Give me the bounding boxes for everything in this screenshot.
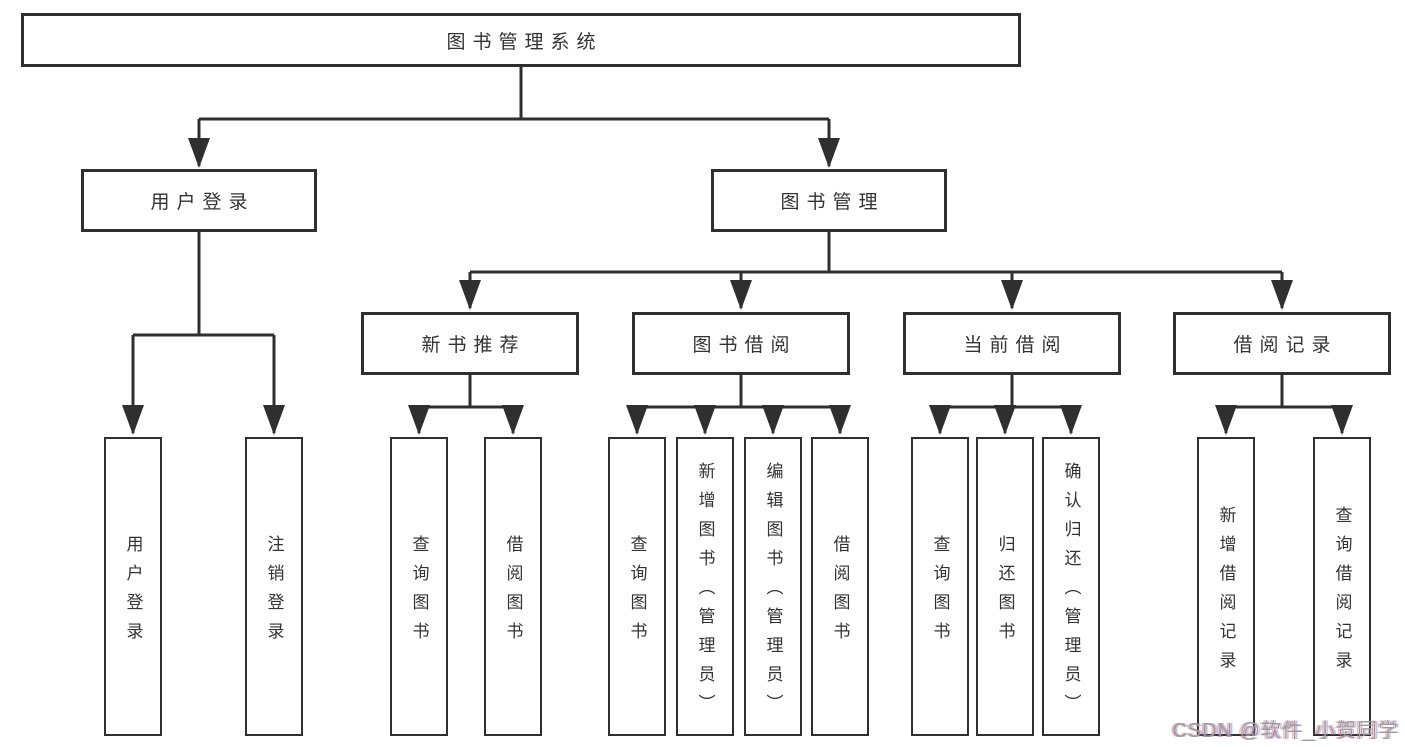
leaf-recommend-query-book: 查询图书 bbox=[390, 437, 448, 736]
leaf-logout-label: 注销登录 bbox=[264, 534, 284, 651]
leaf-records-query-record: 查询借阅记录 bbox=[1313, 437, 1371, 736]
leaf-logout: 注销登录 bbox=[245, 437, 303, 736]
leaf-recommend-borrow-book: 借阅图书 bbox=[484, 437, 542, 736]
leaf-user-login-label: 用户登录 bbox=[123, 534, 143, 651]
leaf-borrow-borrow-book-label: 借阅图书 bbox=[830, 534, 850, 651]
leaf-borrow-edit-book-admin: 编辑图书（管理员） bbox=[744, 437, 802, 736]
node-user-login-label: 用户登录 bbox=[150, 192, 255, 213]
leaf-current-query-book-label: 查询图书 bbox=[930, 534, 950, 651]
node-current-borrow-label: 当前借阅 bbox=[963, 335, 1068, 356]
node-borrow-records: 借阅记录 bbox=[1173, 312, 1391, 375]
node-book-borrow-label: 图书借阅 bbox=[692, 335, 797, 356]
node-root: 图书管理系统 bbox=[21, 13, 1021, 67]
leaf-recommend-borrow-book-label: 借阅图书 bbox=[503, 534, 523, 651]
leaf-borrow-add-book-admin: 新增图书（管理员） bbox=[676, 437, 734, 736]
node-new-book-recommend-label: 新书推荐 bbox=[421, 335, 526, 356]
leaf-records-add-record-label: 新增借阅记录 bbox=[1216, 505, 1236, 680]
leaf-current-confirm-return-admin: 确认归还（管理员） bbox=[1042, 437, 1100, 736]
watermark: CSDN @软件_小贺同学 bbox=[1172, 720, 1399, 742]
node-new-book-recommend: 新书推荐 bbox=[361, 312, 579, 375]
leaf-recommend-query-book-label: 查询图书 bbox=[409, 534, 429, 651]
node-current-borrow: 当前借阅 bbox=[903, 312, 1121, 375]
leaf-borrow-edit-book-admin-label: 编辑图书（管理员） bbox=[763, 462, 783, 723]
leaf-records-query-record-label: 查询借阅记录 bbox=[1332, 505, 1352, 680]
node-book-management-label: 图书管理 bbox=[780, 192, 885, 213]
node-user-login: 用户登录 bbox=[81, 169, 317, 232]
node-root-label: 图书管理系统 bbox=[446, 31, 603, 53]
leaf-borrow-borrow-book: 借阅图书 bbox=[811, 437, 869, 736]
node-book-borrow: 图书借阅 bbox=[632, 312, 850, 375]
leaf-current-query-book: 查询图书 bbox=[911, 437, 969, 736]
leaf-current-return-book: 归还图书 bbox=[976, 437, 1034, 736]
leaf-records-add-record: 新增借阅记录 bbox=[1197, 437, 1255, 736]
leaf-borrow-add-book-admin-label: 新增图书（管理员） bbox=[695, 462, 715, 723]
leaf-borrow-query-book: 查询图书 bbox=[608, 437, 666, 736]
leaf-user-login: 用户登录 bbox=[104, 437, 162, 736]
node-borrow-records-label: 借阅记录 bbox=[1233, 335, 1338, 356]
leaf-borrow-query-book-label: 查询图书 bbox=[627, 534, 647, 651]
leaf-current-return-book-label: 归还图书 bbox=[995, 534, 1015, 651]
node-book-management: 图书管理 bbox=[711, 169, 947, 232]
leaf-current-confirm-return-admin-label: 确认归还（管理员） bbox=[1061, 462, 1081, 723]
